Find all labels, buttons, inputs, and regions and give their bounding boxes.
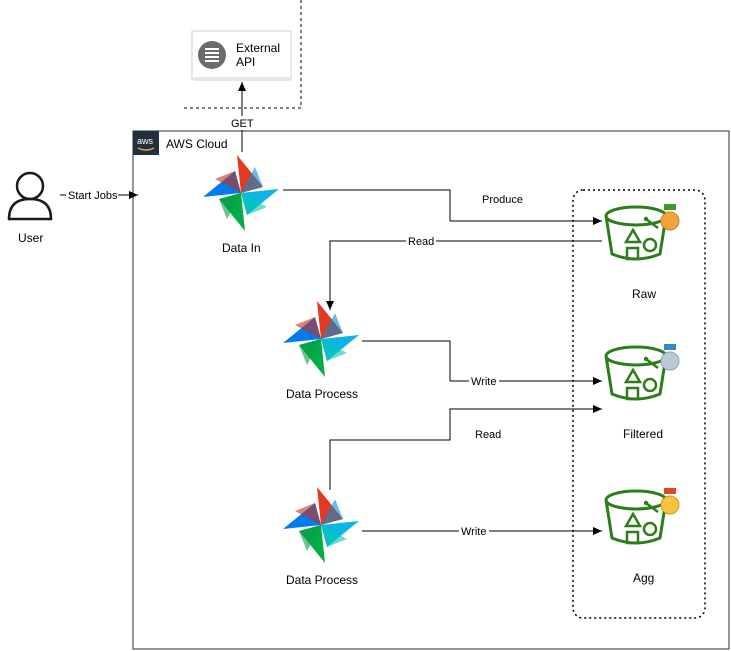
data-process-node-2: Data Process — [283, 487, 359, 587]
data-process-2-label: Data Process — [286, 573, 358, 587]
data-in-node: Data In — [203, 155, 279, 255]
bucket-raw-label: Raw — [632, 287, 656, 301]
aws-badge-text: aws — [137, 136, 154, 146]
user-node: User — [7, 171, 53, 245]
bucket-filtered: Filtered — [604, 344, 680, 441]
edge-start-jobs-label: Start Jobs — [68, 190, 118, 202]
external-api-node: External API — [191, 30, 292, 81]
edge-write-1 — [362, 340, 602, 385]
edge-read-2-label: Read — [475, 429, 501, 441]
bucket-filtered-label: Filtered — [623, 427, 663, 441]
s3-bucket-icon — [604, 205, 668, 261]
edge-write-2-label: Write — [461, 526, 486, 538]
external-api-label-line2: API — [236, 55, 255, 69]
bucket-agg-label: Agg — [633, 571, 654, 585]
api-icon — [198, 41, 226, 69]
data-process-1-label: Data Process — [286, 387, 358, 401]
data-in-label: Data In — [222, 241, 261, 255]
s3-bucket-icon — [604, 489, 668, 545]
pinwheel-icon — [203, 155, 279, 231]
user-label: User — [18, 231, 43, 245]
edge-get-label: GET — [231, 118, 254, 130]
aws-logo-icon — [133, 131, 159, 155]
external-api-label-line1: External — [236, 41, 280, 55]
edge-read-2 — [329, 405, 602, 490]
edge-produce — [283, 189, 602, 225]
edge-read-1-label: Read — [408, 236, 434, 248]
bucket-agg: Agg — [604, 488, 680, 585]
edge-produce-label: Produce — [482, 194, 523, 206]
external-boundary — [182, 0, 302, 109]
aws-cloud-label: AWS Cloud — [166, 137, 228, 151]
aws-cloud-group: aws AWS Cloud — [132, 130, 730, 650]
pinwheel-icon — [283, 301, 359, 377]
edge-write-1-label: Write — [471, 376, 496, 388]
s3-bucket-icon — [604, 345, 668, 401]
user-icon — [15, 171, 45, 201]
bucket-group-boundary — [572, 189, 706, 619]
bucket-raw: Raw — [604, 204, 680, 301]
pinwheel-icon — [283, 487, 359, 563]
data-process-node-1: Data Process — [283, 301, 359, 401]
edge-read-1 — [326, 240, 602, 310]
